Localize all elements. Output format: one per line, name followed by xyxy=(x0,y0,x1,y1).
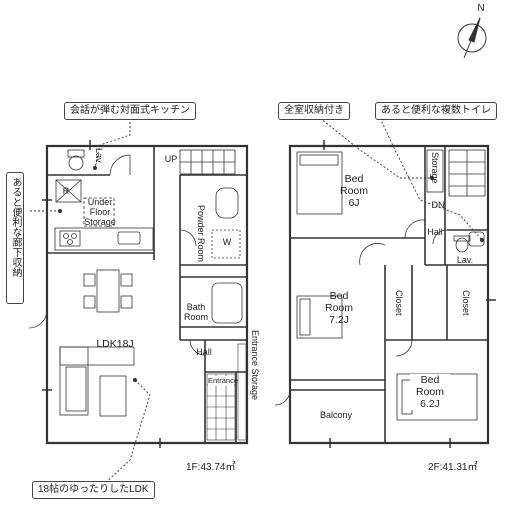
floor1-up-label: UP xyxy=(164,154,178,164)
window-marks xyxy=(42,140,496,448)
toilets-callout: あると便利な複数トイレ xyxy=(375,102,497,120)
compass-icon xyxy=(457,17,487,59)
floor1-lav-label: Lav. xyxy=(94,148,104,165)
floor1-outline xyxy=(45,144,249,445)
floor2-outline xyxy=(288,144,490,445)
dn-label: DN xyxy=(431,200,445,210)
bed-room-6-2j-label: Bed Room 6.2J xyxy=(410,374,450,410)
floor2-doors xyxy=(274,219,448,406)
floor1-doors xyxy=(28,154,206,356)
kitchen-callout: 会話が弾む対面式キッチン xyxy=(64,102,196,120)
toilet-icon xyxy=(67,149,85,171)
floor1-r-label: R xyxy=(62,186,70,196)
north-label: N xyxy=(477,3,485,14)
bed-room-7-2j-label: Bed Room 7.2J xyxy=(324,290,353,326)
floor1-walls xyxy=(47,146,247,443)
floor1-hall-label: Hall xyxy=(196,347,212,357)
floor2-hall-label: Hall xyxy=(427,227,443,237)
bath-room-label: Bath Room xyxy=(183,302,208,322)
w-label: W xyxy=(222,237,232,247)
floor2-storage-label: Storage xyxy=(430,152,440,184)
full-storage-callout: 全室収納付き xyxy=(278,102,350,120)
ldk-callout: 18帖のゆったりしたLDK xyxy=(32,481,155,499)
entrance-label: Entrance xyxy=(208,376,239,386)
hallway-storage-callout: あると便利な廊下収納 xyxy=(6,172,24,304)
powder-room-label: Powder Room xyxy=(196,205,206,263)
kitchen-counter-icon xyxy=(54,179,154,251)
floor2-lav-label: Lav. xyxy=(456,255,474,265)
closet-2-label: Closet xyxy=(461,290,471,316)
floor2-area-label: 2F:41.31㎡ xyxy=(428,462,478,473)
floor1-area-label: 1F:43.74㎡ xyxy=(186,462,236,473)
entrance-tiles xyxy=(206,343,247,441)
toilet2-icon xyxy=(453,231,485,253)
floor2-stairs xyxy=(448,149,486,197)
floor2-walls xyxy=(290,146,488,443)
ldk-label: LDK18J xyxy=(96,338,134,350)
bed-room-6j-label: Bed Room 6J xyxy=(339,173,368,209)
bathtub-icon xyxy=(211,187,243,324)
dining-table-icon xyxy=(83,269,133,313)
callout-leaders xyxy=(30,117,483,489)
balcony-label: Balcony xyxy=(319,410,353,420)
floor1-stairs xyxy=(179,149,236,175)
closet-1-label: Closet xyxy=(394,290,404,316)
sofa-icon xyxy=(59,346,135,417)
entrance-storage-label: Entrance Storage xyxy=(250,330,260,401)
under-floor-storage-label: Under Floor Storage xyxy=(84,197,116,227)
